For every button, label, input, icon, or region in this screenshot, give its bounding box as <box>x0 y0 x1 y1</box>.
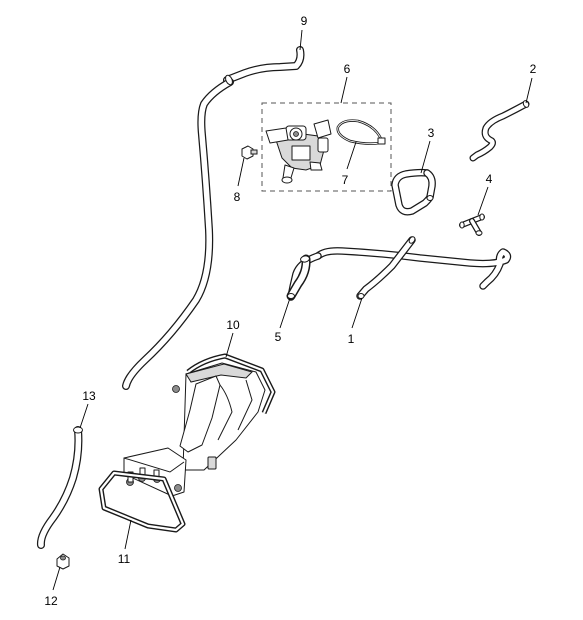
leader-line-8 <box>237 157 245 187</box>
leader-line-11 <box>124 519 132 550</box>
charcoal-canister[interactable] <box>123 362 266 497</box>
callout-8: 8 <box>234 190 241 204</box>
callout-2: 2 <box>530 62 537 76</box>
assembly-6-dashed-box <box>261 102 392 192</box>
leader-line-1 <box>351 297 363 329</box>
leader-line-3 <box>420 140 431 174</box>
callout-12: 12 <box>44 594 58 608</box>
leader-line-10 <box>225 332 234 358</box>
callout-6: 6 <box>344 62 351 76</box>
callout-1: 1 <box>348 332 355 346</box>
part-13-hose[interactable] <box>36 426 83 549</box>
callout-4: 4 <box>486 172 493 186</box>
part-10-canister-seal[interactable] <box>186 353 276 414</box>
part-2-small-hose[interactable] <box>469 100 530 162</box>
callout-9: 9 <box>301 14 308 28</box>
callout-3: 3 <box>428 126 435 140</box>
part-4-t-connector[interactable] <box>459 213 485 236</box>
part-3-bent-hose[interactable] <box>391 168 436 216</box>
part-1-long-hose[interactable] <box>287 236 512 301</box>
part-5-short-hose[interactable] <box>286 254 311 301</box>
part-7-clip[interactable] <box>336 119 386 145</box>
leader-line-2 <box>525 77 533 104</box>
callout-10: 10 <box>226 318 240 332</box>
leader-line-7 <box>346 141 357 170</box>
leader-line-13 <box>79 403 89 429</box>
part-6-purge-valve[interactable] <box>265 119 332 184</box>
callout-11: 11 <box>118 552 131 566</box>
leader-line-6 <box>340 76 348 104</box>
leader-line-5 <box>279 297 291 329</box>
callout-13: 13 <box>82 389 96 403</box>
callout-5: 5 <box>275 330 282 344</box>
callout-7: 7 <box>342 173 349 187</box>
leader-line-4 <box>477 186 489 216</box>
part-12-nut[interactable] <box>56 553 70 570</box>
part-9-long-hose[interactable] <box>122 46 305 390</box>
leader-line-12 <box>52 566 61 591</box>
part-11-strap[interactable] <box>98 470 186 533</box>
part-8-bolt[interactable] <box>241 145 258 160</box>
leader-line-9 <box>299 29 303 51</box>
